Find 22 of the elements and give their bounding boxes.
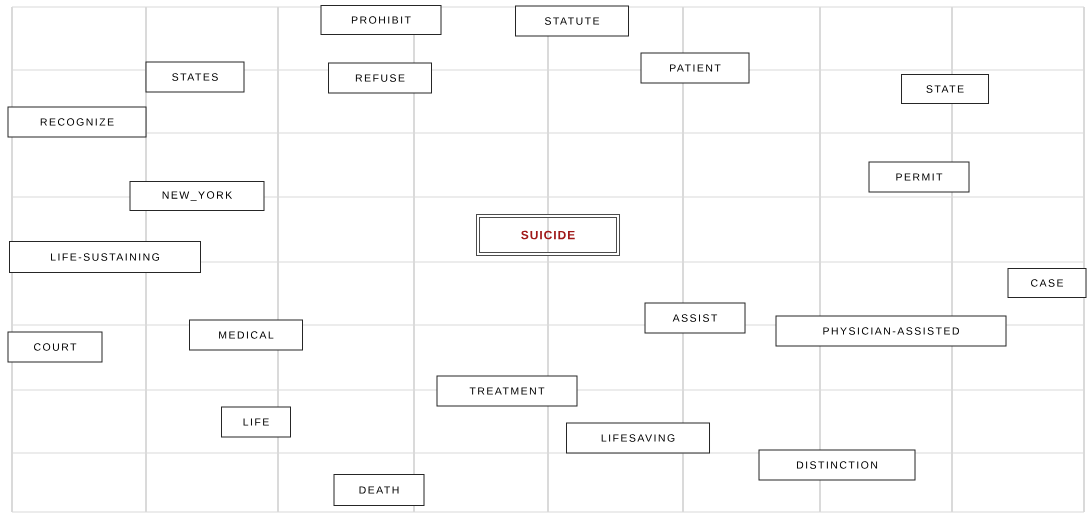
term-box: RECOGNIZE bbox=[7, 106, 147, 138]
term-box: PERMIT bbox=[868, 161, 970, 193]
term-box: TREATMENT bbox=[436, 375, 578, 407]
term-box: DISTINCTION bbox=[758, 449, 916, 481]
term-box: ASSIST bbox=[644, 302, 746, 334]
term-box: PROHIBIT bbox=[320, 5, 442, 35]
term-box: PATIENT bbox=[640, 52, 750, 84]
term-box: STATES bbox=[145, 61, 245, 93]
node-label: CASE bbox=[1031, 279, 1064, 287]
term-box: COURT bbox=[7, 331, 103, 363]
term-box: PHYSICIAN-ASSISTED bbox=[775, 315, 1007, 347]
term-box: DEATH bbox=[333, 474, 425, 506]
term-box: STATE bbox=[901, 74, 989, 104]
term-box: LIFE-SUSTAINING bbox=[9, 241, 201, 273]
term-box: NEW_YORK bbox=[129, 181, 265, 211]
keyword-box: SUICIDE bbox=[476, 214, 620, 256]
term-box: LIFESAVING bbox=[566, 422, 710, 454]
term-box: LIFE bbox=[221, 406, 291, 438]
term-box: MEDICAL bbox=[189, 319, 303, 351]
term-box: STATUTE bbox=[515, 5, 629, 37]
term-box: CASE bbox=[1007, 268, 1087, 298]
term-box: REFUSE bbox=[328, 62, 432, 94]
